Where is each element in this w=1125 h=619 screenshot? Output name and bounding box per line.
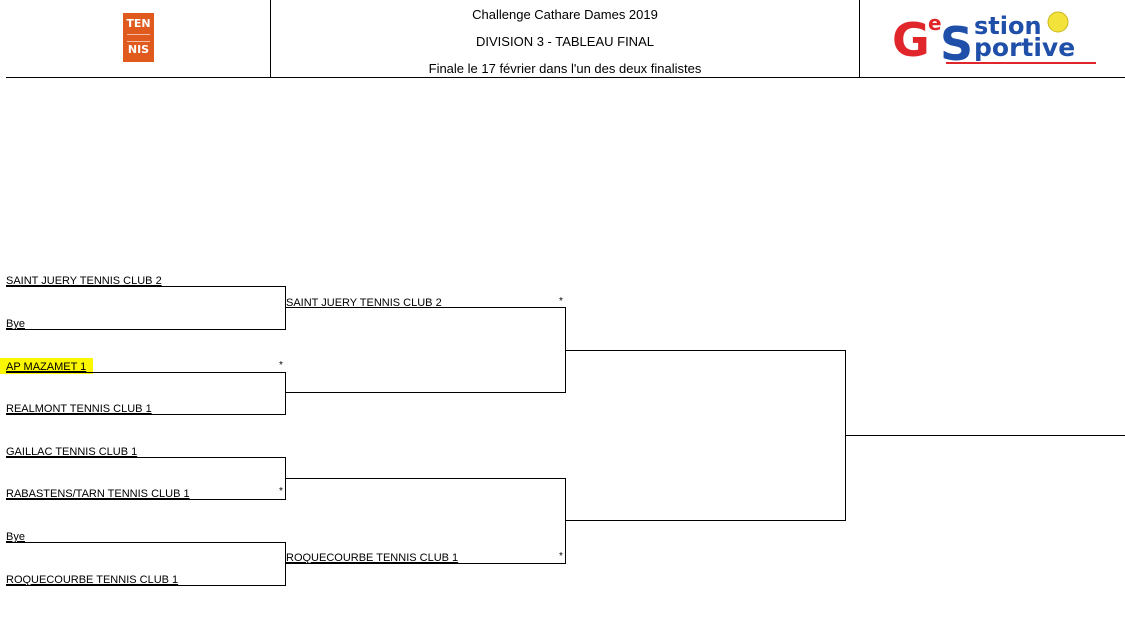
r1-line-2 (6, 329, 286, 330)
final-line (846, 435, 1125, 436)
r1-team-8: ROQUECOURBE TENNIS CLUB 1 (6, 574, 179, 586)
r1-line-6 (6, 499, 286, 500)
r1-team-2: Bye (6, 318, 25, 330)
r1-star-6: * (279, 486, 283, 497)
r1-line-1 (6, 286, 286, 287)
r2-team-1: SAINT JUERY TENNIS CLUB 2 (286, 297, 442, 309)
svg-text:stion: stion (974, 12, 1042, 40)
header-divider-left (270, 0, 271, 78)
r1-vline-d (285, 542, 286, 586)
r1-team-7: Bye (6, 531, 25, 543)
r1-team-4: REALMONT TENNIS CLUB 1 (6, 403, 152, 415)
svg-text:G: G (892, 13, 930, 66)
r1-team-3: AP MAZAMET 1 (0, 358, 94, 374)
svg-text:e: e (928, 11, 942, 35)
r2-line-2 (286, 392, 566, 393)
r1-vline-c (285, 457, 286, 500)
sf-line-2 (566, 520, 846, 521)
r1-line-3 (6, 372, 286, 373)
r2-team-4: ROQUECOURBE TENNIS CLUB 1 (286, 552, 459, 564)
r2-line-3 (286, 478, 566, 479)
r2-line-1 (286, 307, 566, 308)
r1-line-4 (6, 414, 286, 415)
r1-team-5: GAILLAC TENNIS CLUB 1 (6, 446, 138, 458)
gestion-sportive-logo: G e S stion portive (892, 11, 1096, 66)
r2-vline-b (565, 478, 566, 564)
sf-line-1 (566, 350, 846, 351)
r1-team-6: RABASTENS/TARN TENNIS CLUB 1 (6, 488, 190, 500)
r1-line-5 (6, 457, 286, 458)
page-subtitle: DIVISION 3 - TABLEAU FINAL (476, 34, 654, 49)
header-bottom-rule (6, 77, 1125, 78)
r1-vline-b (285, 372, 286, 415)
highlighted-team-name: AP MAZAMET 1 (0, 358, 94, 374)
header-divider-right (859, 0, 860, 78)
r1-team-1: SAINT JUERY TENNIS CLUB 2 (6, 275, 162, 287)
r1-line-8 (6, 585, 286, 586)
r2-vline-a (565, 307, 566, 393)
r2-line-4 (286, 563, 566, 564)
r1-line-7 (6, 542, 286, 543)
r1-vline-a (285, 286, 286, 330)
sf-vline (845, 350, 846, 521)
page-title: Challenge Cathare Dames 2019 (472, 7, 658, 22)
svg-text:S: S (940, 17, 973, 66)
r2-star-4: * (559, 551, 563, 562)
svg-text:portive: portive (974, 33, 1075, 62)
r1-star-3: * (279, 360, 283, 371)
tennis-federation-logo: TEN NIS (123, 13, 154, 62)
r2-star-1: * (559, 296, 563, 307)
final-note: Finale le 17 février dans l'un des deux … (428, 61, 702, 76)
